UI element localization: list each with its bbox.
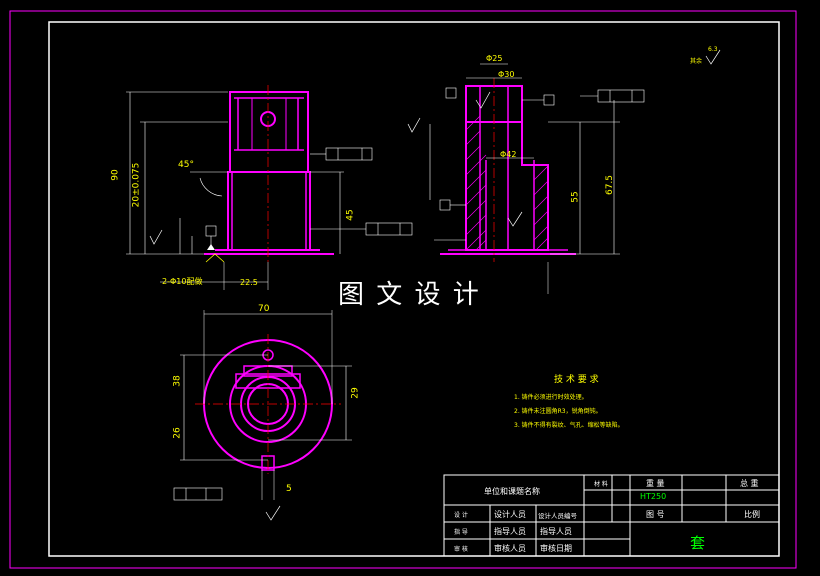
dim-26: 26	[172, 427, 183, 439]
drawing-no-header: 图 号	[646, 510, 665, 519]
dim-55: 55	[570, 191, 581, 203]
section-view	[407, 49, 721, 294]
dim-45deg: 45°	[178, 160, 194, 170]
dim-d42: Φ42	[500, 150, 517, 159]
role-check: 指 导	[454, 529, 468, 536]
dim-20: 20±0.075	[131, 162, 142, 208]
advisor-2: 指导人员	[540, 527, 572, 536]
dim-d30: Φ30	[498, 70, 515, 79]
role-design: 设 计	[454, 512, 468, 519]
total-weight-header: 总 重	[740, 479, 759, 488]
outer-border	[9, 10, 797, 569]
inner-border	[48, 21, 780, 557]
dim-2holes: 2-Φ10配做	[162, 277, 203, 286]
dim-22-5: 22.5	[240, 278, 258, 287]
dim-6-3: 6.3	[708, 46, 718, 53]
dim-5: 5	[286, 484, 292, 494]
material-value: HT250	[640, 492, 667, 501]
dim-29: 29	[350, 387, 361, 399]
scale-label: 比例	[744, 510, 760, 519]
tech-item-1: 1. 铸件必须进行时效处理。	[514, 394, 588, 401]
role-approve: 审 核	[454, 546, 468, 553]
review-date: 审核日期	[540, 544, 572, 553]
front-view	[126, 85, 413, 290]
dim-38: 38	[172, 375, 183, 387]
dim-other: 其余	[690, 58, 703, 65]
dim-45: 45	[345, 209, 356, 221]
reviewer: 审核人员	[494, 544, 526, 553]
student-no: 设计人员编号	[538, 512, 577, 520]
material-header: 材 料	[594, 481, 608, 488]
dim-90: 90	[110, 169, 121, 181]
dim-70: 70	[258, 304, 270, 314]
advisor-1: 指导人员	[494, 527, 526, 536]
weight-header: 重 量	[646, 479, 665, 488]
designer: 设计人员	[494, 510, 526, 519]
company-name: 单位和课题名称	[484, 487, 540, 496]
part-label: 套	[690, 534, 706, 552]
tech-item-2: 2. 铸件未注圆角R3，锐角倒钝。	[514, 408, 602, 415]
top-view	[173, 310, 352, 521]
title-block-lines	[443, 474, 780, 557]
dim-d25: Φ25	[486, 54, 503, 63]
tech-item-3: 3. 铸件不得有裂纹、气孔、缩松等缺陷。	[514, 422, 624, 429]
dim-67: 67.5	[605, 174, 616, 196]
tech-title: 技 术 要 求	[554, 375, 599, 385]
watermark: 图 文 设 计	[338, 280, 481, 310]
